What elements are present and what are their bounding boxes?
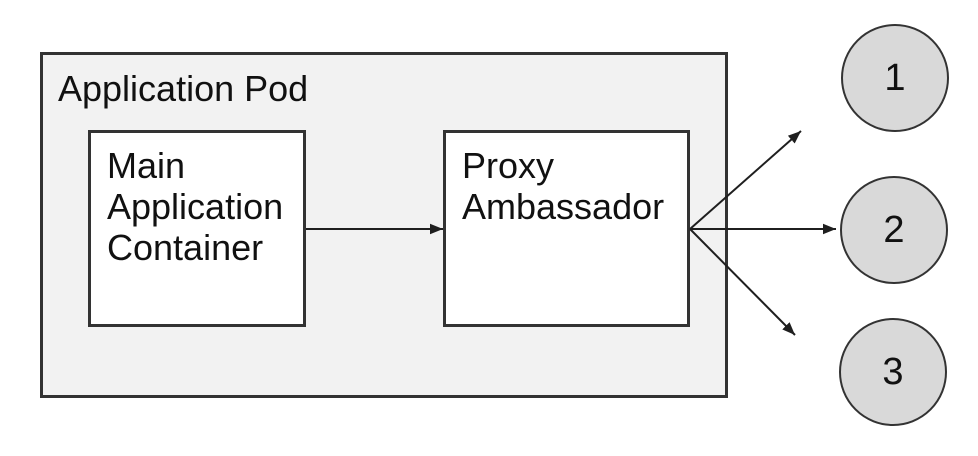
endpoint-1-label: 1: [884, 56, 906, 99]
endpoint-circle-1: 1: [841, 24, 949, 132]
main-application-container-label: Main Application Container: [107, 145, 284, 268]
node-main-application-container: Main Application Container: [88, 130, 306, 327]
application-pod-label: Application Pod: [58, 68, 309, 109]
node-proxy-ambassador: Proxy Ambassador: [443, 130, 690, 327]
endpoint-3-label: 3: [882, 350, 904, 393]
endpoint-circle-2: 2: [840, 176, 948, 284]
proxy-ambassador-label: Proxy Ambassador: [462, 145, 665, 227]
endpoint-circle-3: 3: [839, 318, 947, 426]
endpoint-2-label: 2: [883, 208, 905, 251]
